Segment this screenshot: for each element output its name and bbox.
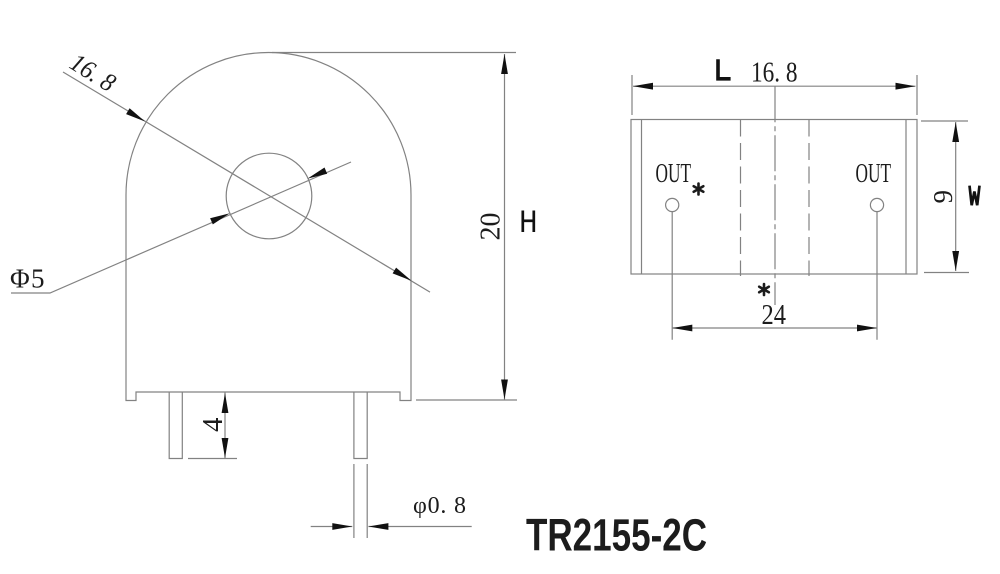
svg-text:φ0. 8: φ0. 8 [413, 493, 466, 519]
svg-text:4: 4 [197, 417, 229, 432]
svg-text:24: 24 [762, 300, 787, 331]
svg-text:Φ5: Φ5 [10, 264, 45, 294]
svg-text:OUT: OUT [656, 157, 692, 188]
svg-text:16. 8: 16. 8 [751, 58, 798, 89]
svg-text:20: 20 [476, 213, 507, 241]
svg-text:TR2155-2C: TR2155-2C [526, 510, 707, 561]
svg-text:9: 9 [928, 190, 958, 204]
svg-text:OUT: OUT [856, 157, 892, 188]
